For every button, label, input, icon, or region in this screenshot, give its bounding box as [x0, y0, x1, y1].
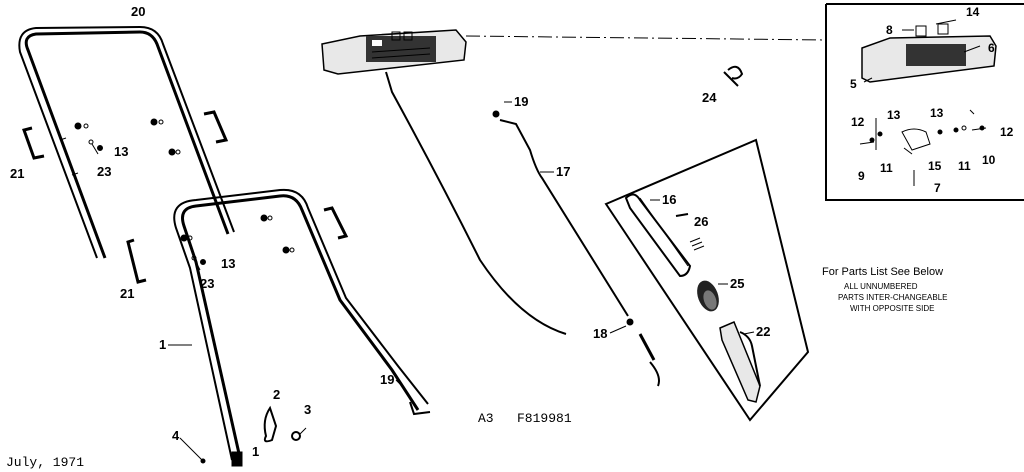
- inset-label-13b: 13: [930, 106, 944, 120]
- label-1: 1: [159, 337, 166, 352]
- footer-date: July, 1971: [6, 455, 84, 470]
- inset-label-7: 7: [934, 181, 941, 195]
- label-20: 20: [131, 4, 145, 19]
- lower-handle-bolts: [180, 214, 295, 254]
- inset-label-6: 6: [988, 41, 995, 55]
- screw-13b: [191, 255, 206, 271]
- nut-18: [626, 318, 634, 326]
- label-23a: 23: [97, 164, 111, 179]
- label-17: 17: [556, 164, 570, 179]
- label-1b: 1: [252, 444, 259, 459]
- footer-code: A3 F819981: [478, 411, 572, 426]
- label-13b: 13: [221, 256, 235, 271]
- inset-label-11a: 11: [880, 161, 893, 175]
- note-opposite-side: WITH OPPOSITE SIDE: [850, 304, 934, 313]
- inset-label-12a: 12: [851, 115, 865, 129]
- spring-clip-2: [263, 405, 278, 443]
- label-19b: 19: [380, 372, 394, 387]
- bracket-21a: [22, 126, 45, 160]
- label-22: 22: [756, 324, 770, 339]
- leader-line: [465, 35, 827, 41]
- label-21a: 21: [10, 166, 24, 181]
- lever-22: [719, 321, 761, 403]
- label-4: 4: [172, 428, 180, 443]
- upper-handle: [18, 25, 235, 259]
- clip-24: [723, 65, 744, 87]
- bracket-lower-right: [323, 206, 349, 240]
- label-25: 25: [730, 276, 744, 291]
- upper-handle-bolt-right: [150, 118, 181, 156]
- washer-3: [291, 427, 307, 441]
- label-2: 2: [273, 387, 280, 402]
- note-unnumbered: ALL UNNUMBERED: [844, 282, 918, 291]
- bolt-4: [179, 437, 206, 464]
- label-23b: 23: [200, 276, 214, 291]
- inset-label-13a: 13: [887, 108, 901, 122]
- upper-handle-bolt-left: [74, 122, 89, 130]
- cable-17: [492, 110, 629, 317]
- bracket-21b: [126, 238, 147, 284]
- bracket-upper-right: [203, 110, 229, 144]
- screw-13a: [88, 139, 103, 155]
- label-13a: 13: [114, 144, 128, 159]
- label-16: 16: [662, 192, 676, 207]
- label-26: 26: [694, 214, 708, 229]
- label-21b: 21: [120, 286, 134, 301]
- inset-label-11b: 11: [958, 159, 971, 173]
- lower-handle: [173, 188, 431, 467]
- note-interchangeable: PARTS INTER-CHANGEABLE: [838, 293, 948, 302]
- lever-16: [624, 193, 692, 278]
- inset-label-15: 15: [928, 159, 942, 173]
- label-19a: 19: [514, 94, 528, 109]
- knob-25: [697, 280, 719, 312]
- inset-label-14: 14: [966, 5, 980, 19]
- inset-label-12b: 12: [1000, 125, 1014, 139]
- label-18: 18: [593, 326, 607, 341]
- spring-26: [675, 213, 705, 251]
- inset-label-10: 10: [982, 153, 996, 167]
- label-3: 3: [304, 402, 311, 417]
- cable-ferrule: [638, 333, 660, 387]
- throttle-cable: [385, 71, 567, 335]
- control-panel: [321, 29, 467, 75]
- inset-label-5: 5: [850, 77, 857, 91]
- control-detail-panel: [604, 138, 810, 422]
- inset-label-9: 9: [858, 169, 865, 183]
- inset-box: [825, 3, 1024, 201]
- inset-label-8: 8: [886, 23, 893, 37]
- note-parts-list: For Parts List See Below: [822, 266, 943, 278]
- label-24: 24: [702, 90, 717, 105]
